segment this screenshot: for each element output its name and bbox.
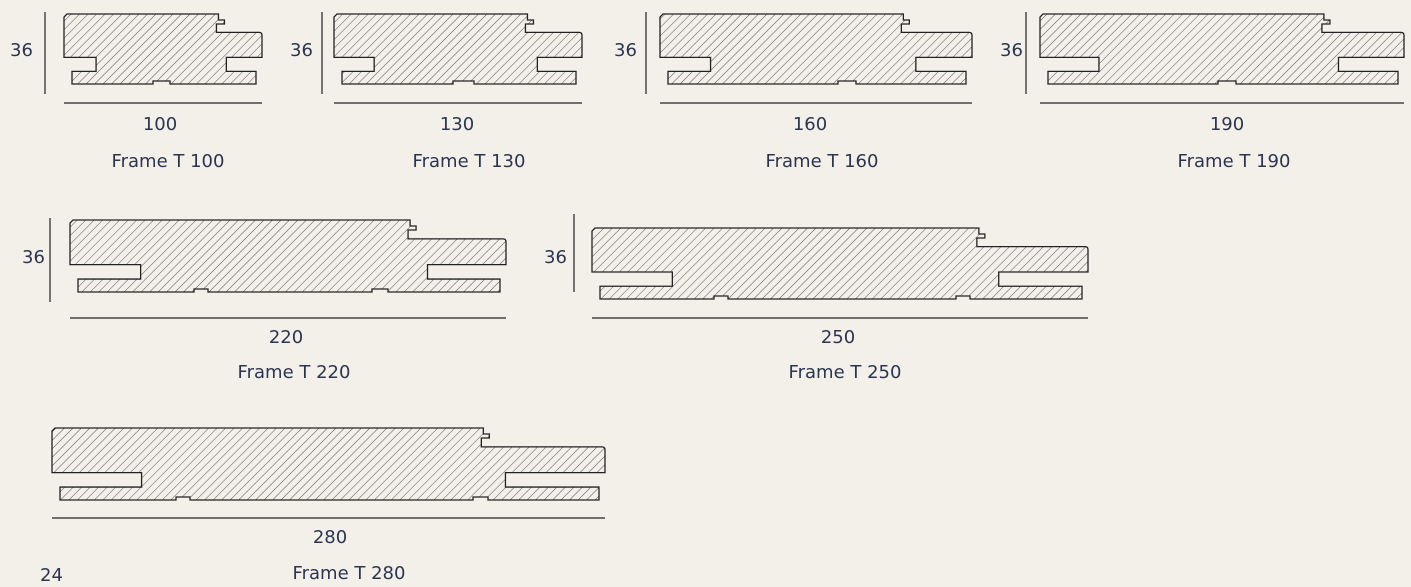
- thickness-label-6: 36: [544, 247, 567, 268]
- profile-outline-4: [1039, 13, 1405, 85]
- width-label-2: 130: [439, 114, 475, 135]
- width-label-1: 100: [142, 114, 178, 135]
- profile-name-3: Frame T 160: [765, 151, 879, 172]
- thickness-label-2: 36: [290, 40, 313, 61]
- profile-name-6: Frame T 250: [788, 362, 902, 383]
- profile-outline-2: [333, 13, 583, 85]
- width-label-7: 280: [312, 527, 348, 548]
- profile-outline-7: [51, 427, 606, 501]
- thickness-label-1: 36: [10, 40, 33, 61]
- width-label-4: 190: [1209, 114, 1245, 135]
- thickness-label-4: 36: [1000, 40, 1023, 61]
- thickness-label-3: 36: [614, 40, 637, 61]
- page-number: 24: [40, 565, 63, 586]
- profile-outline-1: [63, 13, 263, 85]
- profile-outline-5: [69, 219, 507, 293]
- profile-outline-3: [659, 13, 973, 85]
- profile-name-7: Frame T 280: [292, 563, 406, 584]
- width-label-3: 160: [792, 114, 828, 135]
- profile-outline-6: [591, 227, 1089, 300]
- profile-name-4: Frame T 190: [1177, 151, 1291, 172]
- width-label-5: 220: [268, 327, 304, 348]
- profile-name-1: Frame T 100: [111, 151, 225, 172]
- width-label-6: 250: [820, 327, 856, 348]
- profile-name-2: Frame T 130: [412, 151, 526, 172]
- thickness-label-5: 36: [22, 247, 45, 268]
- profile-name-5: Frame T 220: [237, 362, 351, 383]
